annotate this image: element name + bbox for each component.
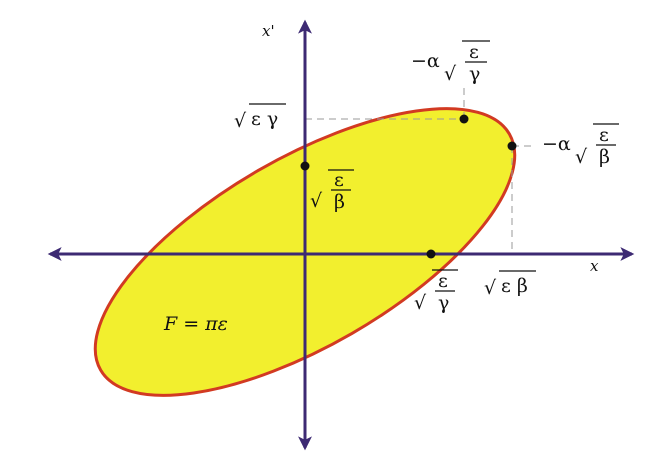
minus-alpha: −α xyxy=(411,50,440,72)
minus-alpha: −α xyxy=(542,133,571,155)
denominator: β xyxy=(599,146,610,168)
label-sqrt-eps-over-beta: √ ε β xyxy=(310,169,354,213)
numerator: ε xyxy=(438,270,448,292)
sqrt-sign: √ xyxy=(484,277,497,299)
label-sqrt-eps-gamma: √ ε γ xyxy=(234,103,286,132)
numerator: ε xyxy=(469,41,479,63)
denominator: β xyxy=(334,191,345,213)
point-top xyxy=(459,114,469,124)
sqrt-sign: √ xyxy=(444,63,457,85)
label-minus-alpha-sqrt-eps-over-gamma: −α √ ε γ xyxy=(411,40,490,85)
key-points xyxy=(300,114,517,259)
numerator: ε xyxy=(334,169,344,191)
sqrt-sign: √ xyxy=(234,110,247,132)
point-x-intercept xyxy=(426,249,436,259)
label-minus-alpha-sqrt-eps-over-beta: −α √ ε β xyxy=(542,123,619,168)
point-y-intercept xyxy=(300,161,310,171)
sqrt-sign: √ xyxy=(310,190,323,212)
x-prime-axis-label: x' xyxy=(262,22,275,40)
radicand: ε γ xyxy=(251,108,278,130)
x-axis-label: x xyxy=(590,257,599,275)
area-label: F = πε xyxy=(163,313,228,335)
sqrt-sign: √ xyxy=(575,146,588,168)
radicand: ε β xyxy=(501,275,528,297)
denominator: γ xyxy=(438,292,449,314)
denominator: γ xyxy=(469,63,480,85)
numerator: ε xyxy=(599,124,609,146)
sqrt-sign: √ xyxy=(414,292,427,314)
label-sqrt-eps-beta: √ ε β xyxy=(484,270,536,299)
label-sqrt-eps-over-gamma: √ ε γ xyxy=(414,269,458,314)
point-right xyxy=(507,141,517,151)
